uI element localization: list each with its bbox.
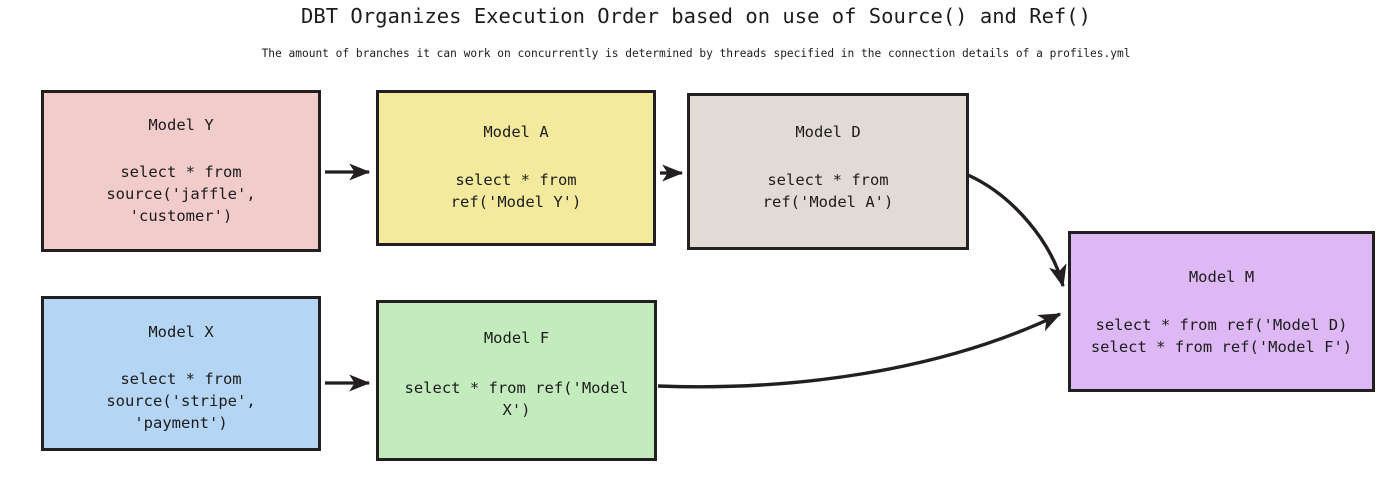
node-model-m-body: select * from ref('Model D) select * fro… [1090, 316, 1353, 356]
edge-model-d-to-model-m [967, 173, 1067, 288]
node-model-d-title: Model D [795, 123, 861, 141]
node-model-f[interactable]: Model F select * from ref('Model X') [376, 300, 657, 461]
page-subtitle: The amount of branches it can work on co… [261, 47, 1131, 60]
node-model-d[interactable]: Model D select * from ref('Model A') [687, 93, 969, 250]
edge-model-f-to-model-m [657, 312, 1062, 389]
node-model-m-title: Model M [1188, 268, 1255, 286]
node-model-x[interactable]: Model X select * from source('stripe', '… [41, 296, 321, 451]
node-model-y[interactable]: Model Y select * from source('jaffle', '… [41, 90, 321, 252]
node-model-a-body: select * from ref('Model Y') [450, 171, 582, 211]
node-model-y-body: select * from source('jaffle', 'customer… [106, 163, 256, 225]
page-title: DBT Organizes Execution Order based on u… [301, 4, 1091, 28]
node-model-x-title: Model X [148, 323, 214, 341]
node-model-m[interactable]: Model M select * from ref('Model D) sele… [1068, 231, 1375, 392]
node-model-f-title: Model F [483, 329, 550, 347]
node-model-y-title: Model Y [148, 116, 214, 134]
node-model-x-body: select * from source('stripe', 'payment'… [106, 370, 256, 432]
node-model-a[interactable]: Model A select * from ref('Model Y') [376, 90, 656, 246]
node-model-a-title: Model A [483, 123, 549, 141]
node-model-d-body: select * from ref('Model A') [762, 171, 894, 211]
node-model-f-body: select * from ref('Model X') [404, 379, 629, 419]
